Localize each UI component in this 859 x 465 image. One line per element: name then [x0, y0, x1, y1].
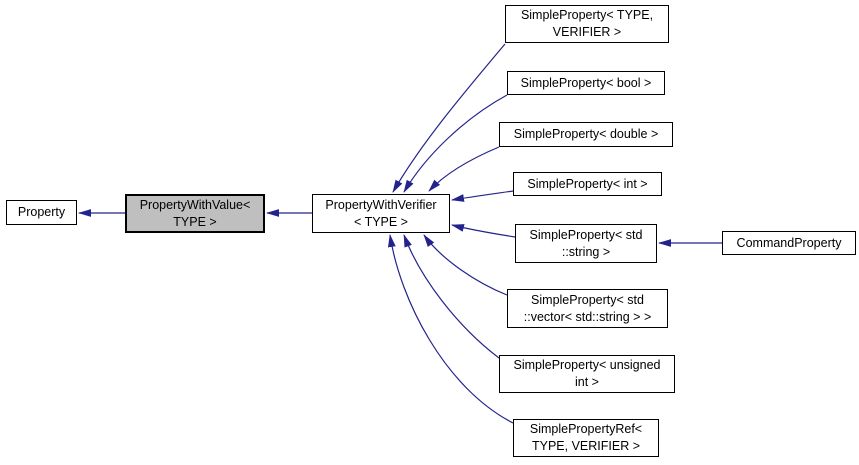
node-sp-type-verifier[interactable]: SimpleProperty< TYPE, VERIFIER > — [505, 5, 669, 43]
node-label-line: TYPE, VERIFIER > — [531, 439, 640, 453]
node-label-line: PropertyWithVerifier — [325, 197, 437, 212]
node-label-line: SimpleProperty< bool > — [520, 75, 652, 90]
node-property[interactable]: Property — [6, 200, 77, 225]
node-label-line: ::string > — [561, 244, 611, 259]
node-sp-bool[interactable]: SimpleProperty< bool > — [507, 71, 665, 95]
node-label-line: SimpleProperty< std — [531, 292, 644, 307]
node-label-line: ::vector< std::string > > — [523, 309, 652, 324]
node-label-line: PropertyWithValue< — [139, 197, 251, 212]
node-label-line: VERIFIER > — [552, 25, 622, 39]
node-label-line: Property — [17, 205, 66, 219]
node-label-line: SimplePropertyRef< — [529, 422, 643, 436]
node-sp-double[interactable]: SimpleProperty< double > — [499, 122, 673, 147]
node-label-line: CommandProperty — [736, 235, 842, 250]
node-label-line: int > — [575, 375, 599, 389]
edge-sp-vector-to-property-with-verifier — [423, 234, 508, 296]
edge-sp-type-verifier-to-property-with-verifier — [392, 43, 506, 193]
node-label-line: SimpleProperty< std — [529, 227, 643, 242]
edge-sp-int-to-property-with-verifier — [451, 190, 514, 202]
node-sp-int[interactable]: SimpleProperty< int > — [513, 172, 662, 196]
node-label-line: SimpleProperty< unsigned — [513, 358, 661, 372]
node-label-line: TYPE > — [173, 214, 217, 229]
edge-sp-double-to-property-with-verifier — [428, 146, 500, 192]
node-sp-vector[interactable]: SimpleProperty< std::vector< std::string… — [507, 289, 668, 328]
node-property-with-verifier[interactable]: PropertyWithVerifier < TYPE > — [312, 194, 450, 233]
edge-sp-string-to-property-with-verifier — [451, 224, 516, 238]
node-label-line: SimpleProperty< TYPE, — [520, 8, 654, 22]
node-sp-unsigned[interactable]: SimpleProperty< unsigned int > — [499, 355, 675, 393]
edge-sp-ref-to-property-with-verifier — [387, 234, 514, 424]
node-property-with-value: PropertyWithValue< TYPE > — [125, 194, 265, 233]
edge-sp-unsigned-to-property-with-verifier — [403, 234, 500, 359]
node-command-property[interactable]: CommandProperty — [722, 231, 856, 255]
node-sp-string[interactable]: SimpleProperty< std::string > — [515, 224, 657, 263]
node-label-line: SimpleProperty< double > — [513, 127, 659, 141]
node-sp-ref[interactable]: SimplePropertyRef< TYPE, VERIFIER > — [513, 419, 659, 457]
node-label-line: < TYPE > — [354, 214, 408, 229]
edge-sp-bool-to-property-with-verifier — [403, 94, 508, 193]
node-label-line: SimpleProperty< int > — [527, 176, 648, 191]
